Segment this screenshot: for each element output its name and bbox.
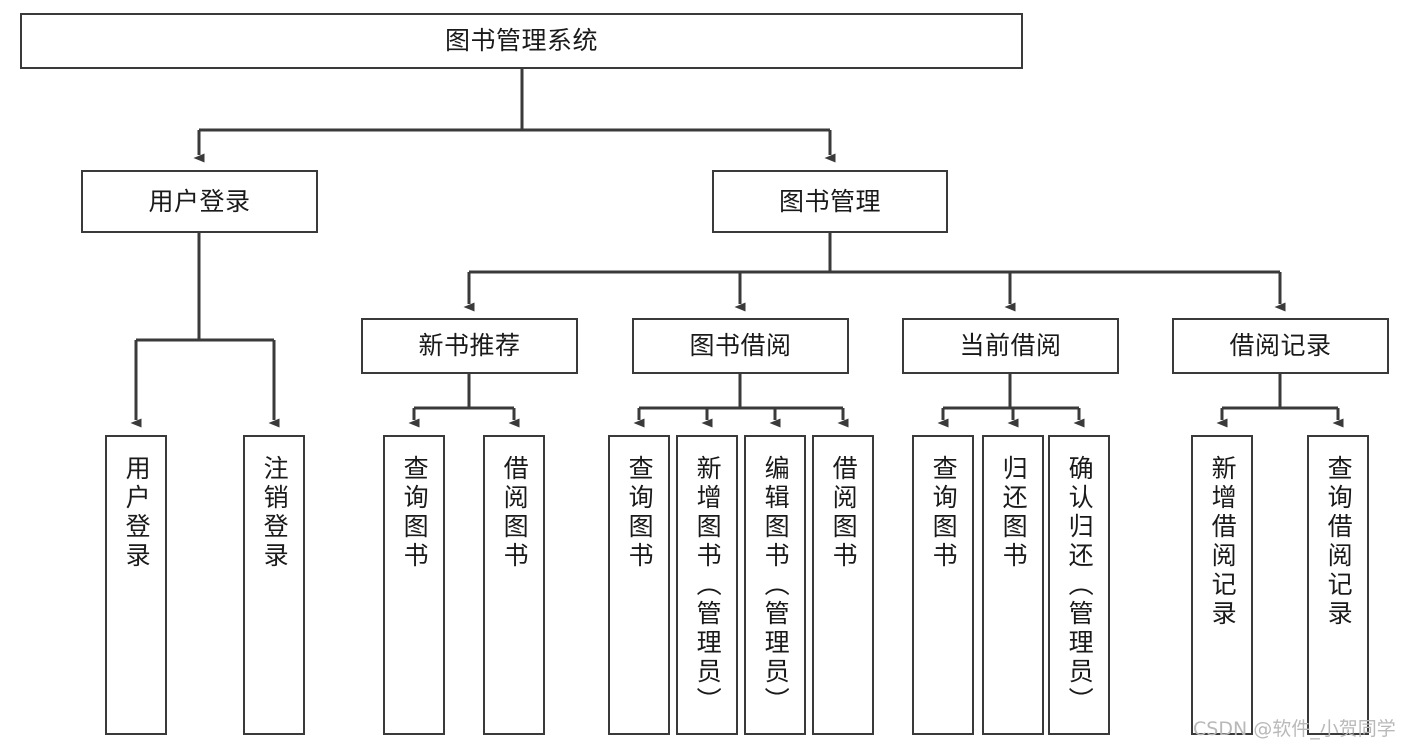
node-label: 查询图书 bbox=[400, 455, 430, 571]
node-leaf-return-book[interactable]: 归还图书 bbox=[982, 435, 1044, 735]
node-label: 编辑图书（管理员） bbox=[761, 455, 791, 716]
node-label: 当前借阅 bbox=[959, 331, 1062, 361]
node-label: 确认归还（管理员） bbox=[1065, 455, 1095, 716]
node-user-login[interactable]: 用户登录 bbox=[81, 170, 318, 233]
node-label: 借阅图书 bbox=[500, 455, 530, 571]
node-label: 图书借阅 bbox=[689, 331, 792, 361]
node-label: 借阅图书 bbox=[829, 455, 859, 571]
node-leaf-confirm-return[interactable]: 确认归还（管理员） bbox=[1048, 435, 1110, 735]
node-current-borrow[interactable]: 当前借阅 bbox=[902, 318, 1119, 374]
node-book-management-system[interactable]: 图书管理系统 bbox=[20, 13, 1023, 69]
node-leaf-add-record[interactable]: 新增借阅记录 bbox=[1191, 435, 1253, 735]
node-label: 借阅记录 bbox=[1229, 331, 1332, 361]
node-book-borrow[interactable]: 图书借阅 bbox=[632, 318, 849, 374]
node-leaf-query-book-2[interactable]: 查询图书 bbox=[608, 435, 670, 735]
node-label: 查询图书 bbox=[929, 455, 959, 571]
node-label: 新增借阅记录 bbox=[1208, 455, 1238, 629]
node-leaf-query-record[interactable]: 查询借阅记录 bbox=[1307, 435, 1369, 735]
node-borrow-record[interactable]: 借阅记录 bbox=[1172, 318, 1389, 374]
node-leaf-add-book[interactable]: 新增图书（管理员） bbox=[676, 435, 738, 735]
node-label: 归还图书 bbox=[999, 455, 1029, 571]
node-label: 查询图书 bbox=[625, 455, 655, 571]
node-label: 图书管理 bbox=[778, 186, 881, 216]
node-book-management[interactable]: 图书管理 bbox=[712, 170, 948, 233]
node-leaf-query-book-1[interactable]: 查询图书 bbox=[383, 435, 445, 735]
node-label: 用户登录 bbox=[148, 186, 251, 216]
node-leaf-borrow-book-2[interactable]: 借阅图书 bbox=[812, 435, 874, 735]
node-leaf-query-book-3[interactable]: 查询图书 bbox=[912, 435, 974, 735]
node-label: 查询借阅记录 bbox=[1324, 455, 1354, 629]
node-label: 新书推荐 bbox=[418, 331, 521, 361]
node-label: 新增图书（管理员） bbox=[693, 455, 723, 716]
node-leaf-edit-book[interactable]: 编辑图书（管理员） bbox=[744, 435, 806, 735]
node-leaf-user-login[interactable]: 用户登录 bbox=[105, 435, 167, 735]
node-leaf-borrow-book-1[interactable]: 借阅图书 bbox=[483, 435, 545, 735]
node-label: 图书管理系统 bbox=[444, 26, 598, 56]
node-leaf-logout-login[interactable]: 注销登录 bbox=[243, 435, 305, 735]
node-label: 注销登录 bbox=[260, 455, 290, 571]
node-new-book-recommend[interactable]: 新书推荐 bbox=[361, 318, 578, 374]
node-label: 用户登录 bbox=[122, 455, 152, 571]
